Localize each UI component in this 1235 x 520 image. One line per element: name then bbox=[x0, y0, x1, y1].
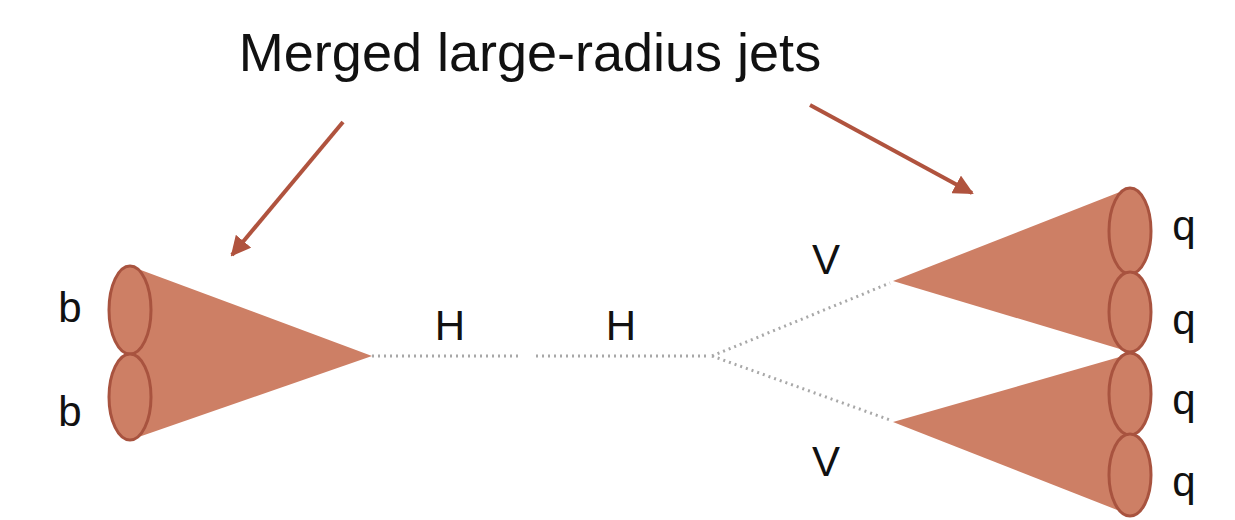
callout-arrow bbox=[232, 122, 343, 255]
quark-label: q bbox=[1172, 299, 1195, 341]
subjet-ellipse bbox=[1109, 272, 1151, 352]
quark-label: q bbox=[1172, 461, 1195, 503]
subjet-ellipse bbox=[109, 266, 151, 354]
particle-label: V bbox=[812, 239, 840, 281]
quark-label: q bbox=[1172, 205, 1195, 247]
jet-cone bbox=[893, 354, 1130, 515]
jet-cone bbox=[130, 266, 372, 440]
higgs-line bbox=[536, 355, 708, 358]
boson-line bbox=[712, 283, 890, 356]
particle-label: V bbox=[812, 441, 840, 483]
subjet-ellipse bbox=[109, 354, 151, 440]
callout-arrow bbox=[810, 105, 972, 193]
subjet-ellipse bbox=[1109, 434, 1151, 516]
particle-label: H bbox=[606, 305, 636, 347]
higgs-line bbox=[372, 355, 520, 358]
quark-label: q bbox=[1172, 379, 1195, 421]
quark-label: b bbox=[58, 391, 81, 433]
subjet-ellipse bbox=[1109, 353, 1151, 435]
particle-label: H bbox=[435, 305, 465, 347]
subjet-ellipse bbox=[1109, 188, 1151, 274]
jet-cone bbox=[893, 188, 1130, 352]
diagram-title: Merged large-radius jets bbox=[239, 25, 821, 79]
boson-line bbox=[712, 356, 890, 420]
quark-label: b bbox=[58, 287, 81, 329]
